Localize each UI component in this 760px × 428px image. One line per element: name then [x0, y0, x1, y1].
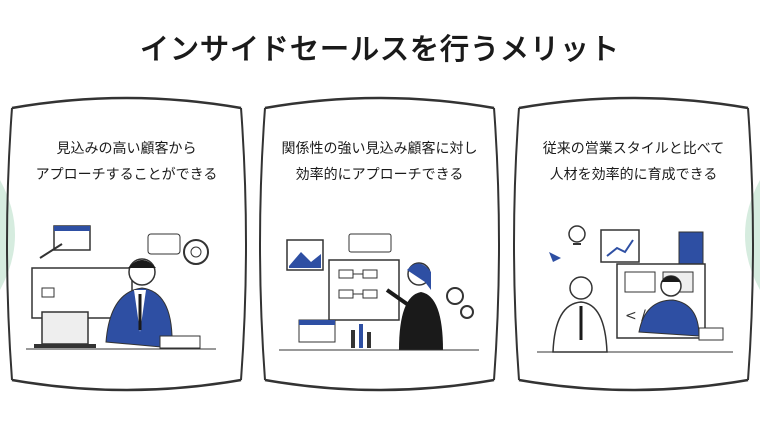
merit-card-1: 見込みの高い顧客から アプローチすることができる — [6, 92, 247, 394]
card-frame — [513, 96, 754, 392]
card-caption-line: アプローチすることができる — [35, 167, 218, 183]
card-caption-line: 従来の営業スタイルと比べて — [542, 141, 725, 157]
man-on-phone-icon — [26, 225, 216, 350]
merit-card-3: 従来の営業スタイルと比べて 人材を効率的に育成できる < /> — [513, 92, 754, 394]
page-title: インサイドセールスを行うメリット — [139, 32, 620, 66]
card-frame — [259, 96, 500, 392]
card-caption-line: 見込みの高い顧客から — [56, 141, 197, 157]
card-frame — [6, 96, 247, 392]
woman-presenting-flowchart-icon — [279, 233, 479, 351]
merit-card-2: 関係性の強い見込み顧客に対し 効率的にアプローチできる — [259, 92, 500, 394]
card-caption-line: 関係性の強い見込み顧客に対し — [281, 141, 478, 157]
card-caption-line: 人材を効率的に育成できる — [549, 167, 718, 183]
card-caption-line: 効率的にアプローチできる — [295, 167, 464, 183]
two-men-discussing-icon: < /> — [537, 225, 733, 353]
